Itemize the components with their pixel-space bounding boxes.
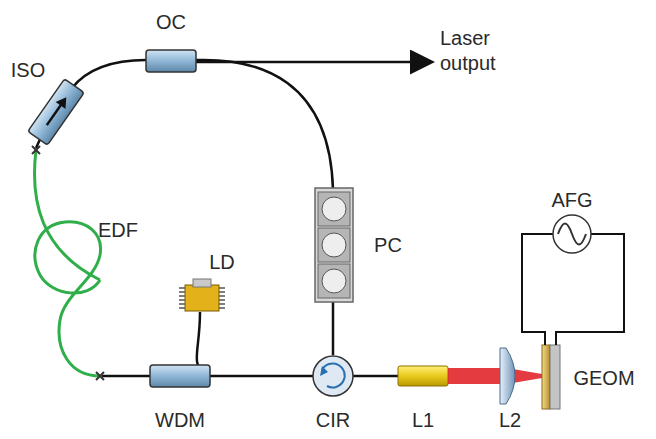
component-label: AFG <box>551 188 592 213</box>
diode-pin <box>179 291 225 293</box>
circulator <box>313 356 353 396</box>
output-arrow <box>196 61 430 64</box>
component-label: L2 <box>499 408 521 433</box>
collimator-lens <box>398 366 448 386</box>
signal-wire <box>522 234 553 345</box>
diode-pin <box>179 287 225 289</box>
wdm-coupler <box>150 365 210 387</box>
function-generator <box>553 215 591 253</box>
diode-pin <box>179 295 225 297</box>
laser-beam <box>448 368 542 384</box>
splice-marks <box>32 146 104 380</box>
diode-pin <box>179 299 225 301</box>
component-label: Laser output <box>440 26 520 76</box>
modulator-mirror <box>542 345 560 409</box>
component-label: WDM <box>155 408 205 433</box>
focusing-lens <box>500 348 515 404</box>
component-label: L1 <box>412 408 434 433</box>
diode-pin <box>179 307 225 309</box>
isolator <box>28 79 84 145</box>
component-label: ISO <box>11 58 45 83</box>
fiber <box>36 60 398 376</box>
polarization-controller <box>315 188 353 302</box>
component-label: CIR <box>316 408 350 433</box>
erbium-fiber <box>34 150 100 376</box>
component-label: LD <box>209 250 235 275</box>
component-label: OC <box>156 10 186 35</box>
component-label: GEOM <box>573 366 634 391</box>
component-label: EDF <box>98 218 138 243</box>
output-coupler <box>146 50 196 72</box>
component-label: PC <box>374 233 402 258</box>
laser-diode <box>179 279 225 311</box>
diode-pin <box>179 303 225 305</box>
